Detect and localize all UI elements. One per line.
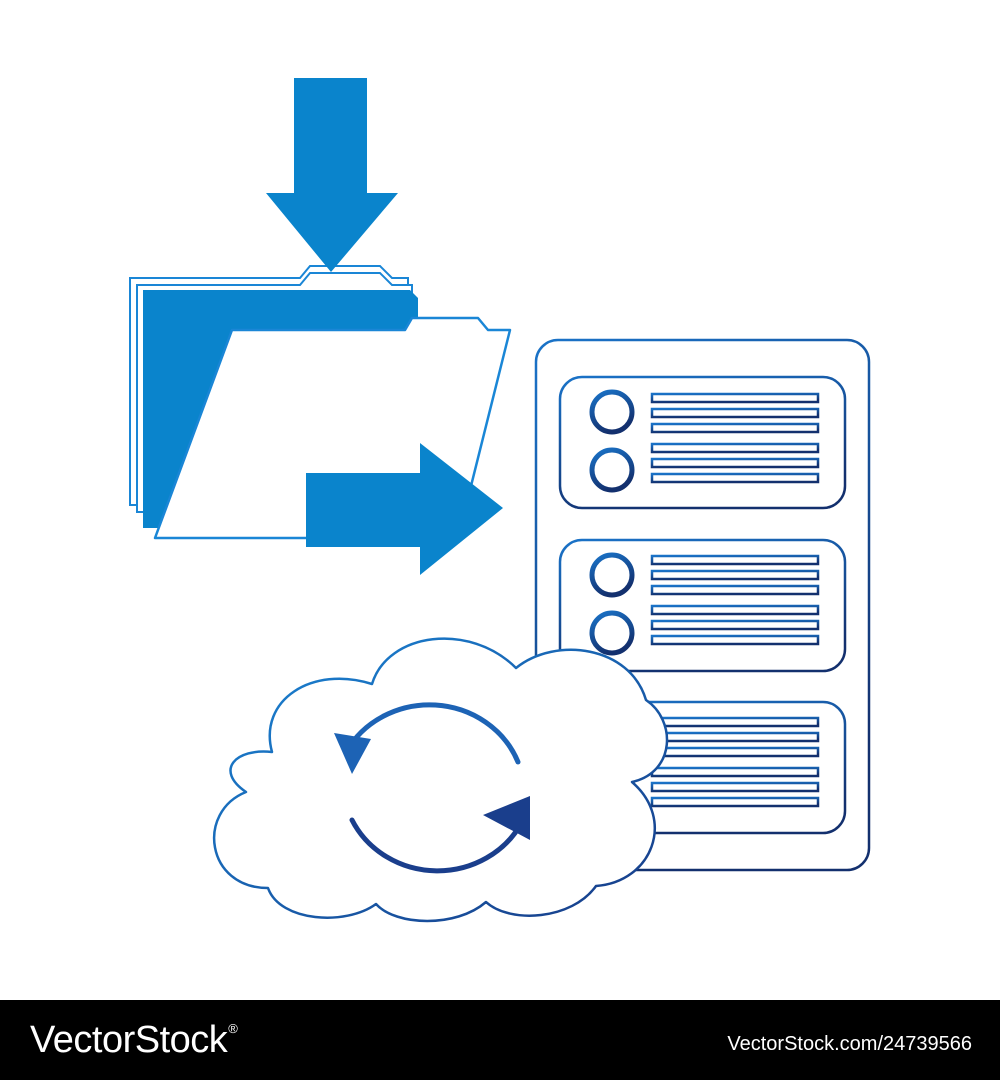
image-id: VectorStock.com/24739566 — [727, 1033, 972, 1055]
cloud-storage-illustration — [129, 78, 871, 923]
server-unit — [558, 375, 847, 510]
brand-name: VectorStock — [30, 1019, 228, 1061]
brand-mark: ® — [228, 1021, 238, 1036]
vectorstock-logo: VectorStock® — [30, 1019, 238, 1062]
download-arrow-icon — [266, 78, 398, 272]
cloud-icon — [212, 637, 669, 923]
sync-arrows-icon — [334, 702, 530, 874]
forward-arrow-icon — [306, 443, 503, 575]
watermark-footer: VectorStock® VectorStock.com/24739566 — [0, 1000, 1000, 1080]
server-unit — [558, 538, 847, 673]
